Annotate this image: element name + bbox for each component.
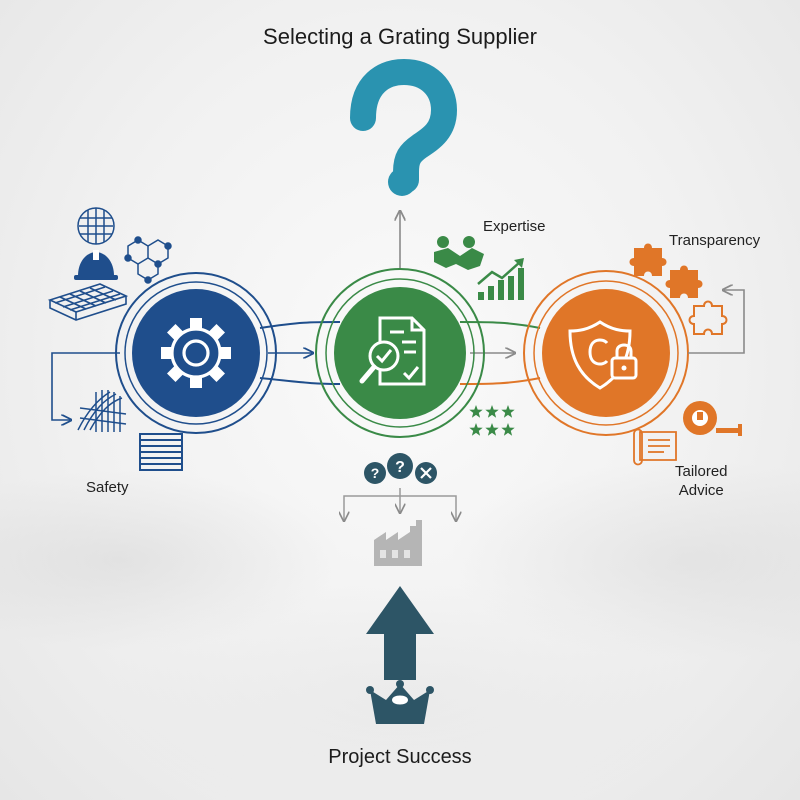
star-icon <box>485 423 499 436</box>
svg-text:?: ? <box>395 459 405 476</box>
tape-measure-icon <box>683 401 742 436</box>
svg-text:?: ? <box>371 465 380 481</box>
label-tailored-line2: Advice <box>678 482 724 499</box>
star-icon <box>469 423 483 436</box>
label-expertise: Expertise <box>483 218 546 235</box>
stars-icon <box>469 405 515 436</box>
molecule-icon <box>124 236 172 284</box>
crown-icon <box>366 680 434 724</box>
label-tailored-advice: Tailored Advice <box>675 462 728 500</box>
stage-blue <box>115 272 277 434</box>
handshake-icon <box>434 236 484 270</box>
label-project-success: Project Success <box>328 746 472 768</box>
stage-orange <box>523 270 689 436</box>
shield-lock-icon <box>568 320 638 390</box>
page-title: Selecting a Grating Supplier <box>263 24 537 49</box>
growth-chart-icon <box>477 258 524 300</box>
star-icon <box>501 423 515 436</box>
grating-panel-icon <box>47 283 129 321</box>
hard-hat-icon <box>74 250 118 280</box>
decision-icons: ? ? <box>364 453 437 484</box>
star-icon <box>501 405 515 418</box>
up-arrow-icon <box>366 586 434 680</box>
factory-icon <box>374 520 422 566</box>
star-icon <box>469 405 483 418</box>
loop-arrow-right <box>688 290 745 354</box>
label-transparency: Transparency <box>669 232 761 249</box>
wire-grate-icon <box>77 390 127 432</box>
star-icon <box>485 405 499 418</box>
branch-arrows <box>344 488 456 520</box>
puzzle-pieces-icon <box>629 243 728 335</box>
label-safety: Safety <box>86 479 129 496</box>
stacked-bars-icon <box>139 433 183 471</box>
mesh-icon <box>77 207 115 245</box>
stage-green <box>315 268 485 438</box>
gear-icon <box>161 318 231 388</box>
scroll-icon <box>633 428 677 466</box>
question-mark-icon <box>350 58 458 196</box>
document-magnifier-icon <box>359 316 426 386</box>
loop-arrow-left <box>51 352 120 420</box>
label-tailored-line1: Tailored <box>675 463 728 480</box>
